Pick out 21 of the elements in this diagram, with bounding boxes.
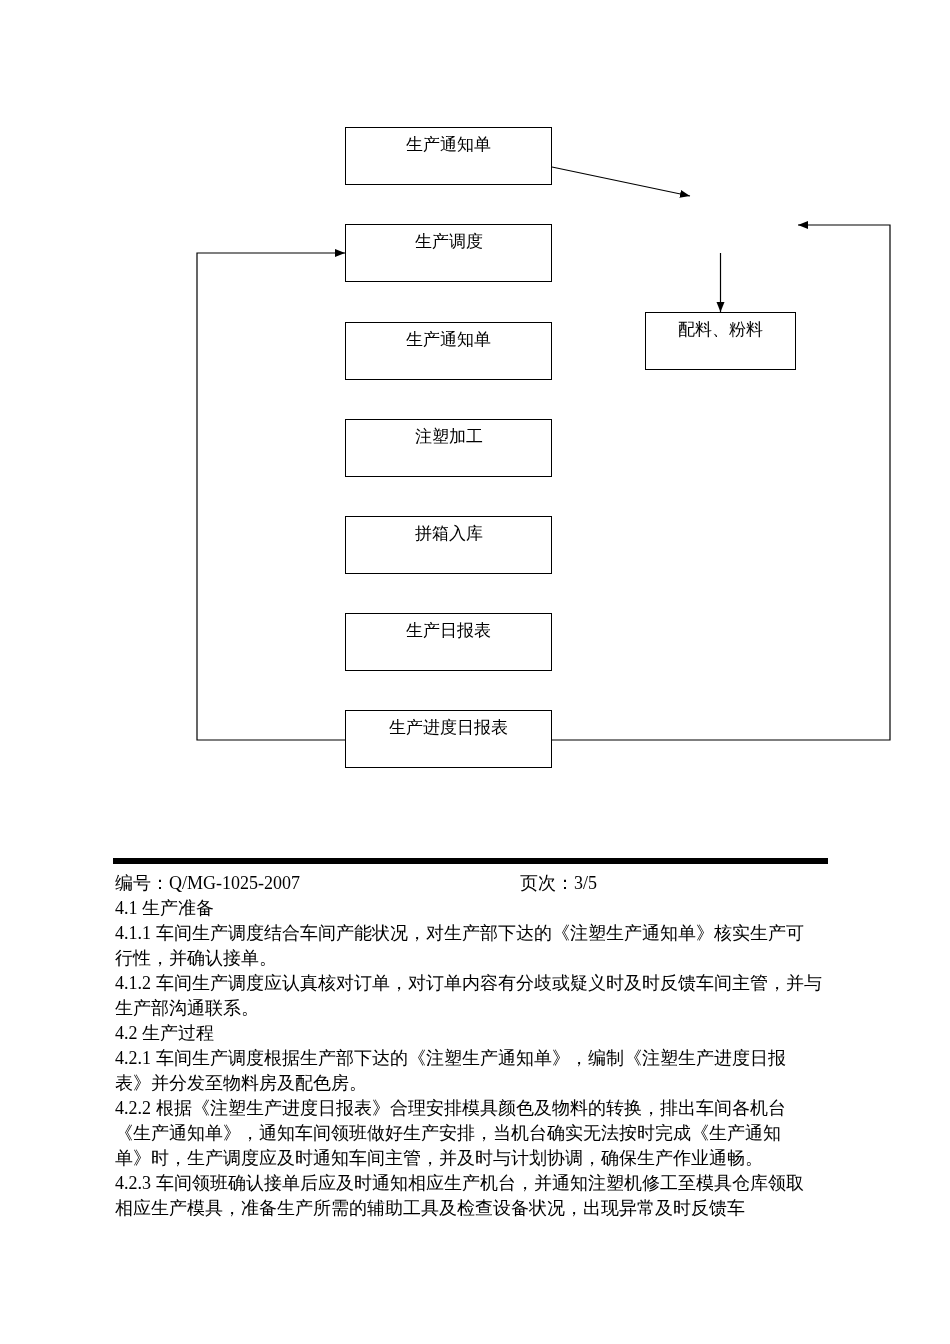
process-box: 注塑加工 — [345, 419, 552, 477]
page-number: 页次：3/5 — [520, 872, 598, 895]
document-number: 编号：Q/MG-1025-2007 — [115, 872, 301, 895]
arrow — [551, 221, 891, 741]
section-heading: 4.1 生产准备 — [115, 897, 215, 920]
paragraph: 4.2.2 根据《注塑生产进度日报表》合理安排模具颜色及物料的转换，排出车间各机台《生产通知单》，通知车间领班做好生产安排，当机台确实无法按时完成《生产通知单》时，生产调度应及时通知车间主管，并及时与计划协调，确保生产作业通畅。 — [115, 1097, 787, 1170]
paragraph: 4.1.2 车间生产调度应认真核对订单，对订单内容有分歧或疑义时及时反馈车间主管，并与生产部沟通联系。 — [115, 972, 823, 1020]
section-heading: 4.2 生产过程 — [115, 1022, 215, 1045]
process-box: 生产通知单 — [345, 322, 552, 380]
paragraph: 4.2.1 车间生产调度根据生产部下达的《注塑生产通知单》，编制《注塑生产进度日报表》并分发至物料房及配色房。 — [115, 1047, 787, 1095]
process-box: 生产调度 — [345, 224, 552, 282]
arrow — [716, 252, 725, 313]
process-box: 生产日报表 — [345, 613, 552, 671]
arrow — [551, 166, 691, 198]
process-box: 生产通知单 — [345, 127, 552, 185]
process-box: 拼箱入库 — [345, 516, 552, 574]
arrow — [196, 249, 346, 741]
paragraph: 4.1.1 车间生产调度结合车间产能状况，对生产部下达的《注塑生产通知单》核实生产可行性，并确认接单。 — [115, 922, 805, 970]
paragraph: 4.2.3 车间领班确认接单后应及时通知相应生产机台，并通知注塑机修工至模具仓库领取相应生产模具，准备生产所需的辅助工具及检查设备状况，出现异常及时反馈车 — [115, 1172, 805, 1220]
process-box: 生产进度日报表 — [345, 710, 552, 768]
process-box: 配料、粉料 — [645, 312, 796, 370]
